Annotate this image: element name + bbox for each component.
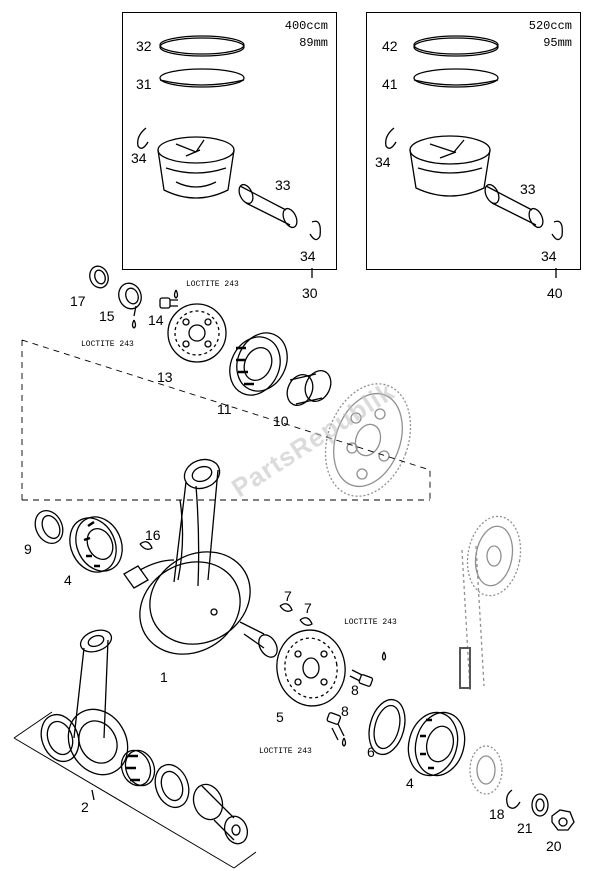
callout-2: 2 (81, 799, 89, 815)
freewheel-11 (229, 332, 288, 396)
thrust-washer-left (40, 713, 80, 763)
kit-520-displacement: 520ccm (528, 19, 572, 33)
camshaft-sprocket (459, 515, 522, 795)
key-7a (279, 603, 293, 612)
bearing-4-left (69, 516, 123, 573)
callout-33-a: 33 (275, 177, 291, 193)
thrust-washer-right (154, 763, 190, 809)
callout-1: 1 (160, 669, 168, 685)
circlip-34-left-520 (385, 127, 397, 149)
callout-17: 17 (70, 293, 86, 309)
callout-8-upper: 8 (351, 682, 359, 698)
callout-31: 31 (136, 76, 152, 92)
washer-21 (531, 793, 549, 817)
washer-6 (368, 698, 406, 756)
circlip-18 (506, 789, 521, 809)
nut-20 (551, 809, 575, 831)
callout-42: 42 (382, 38, 398, 54)
callout-6: 6 (367, 744, 375, 760)
piston-ring-31 (159, 68, 245, 88)
kit-400-displacement: 400ccm (284, 19, 328, 33)
connecting-rod-2 (67, 629, 129, 776)
bolt-14 (159, 289, 179, 309)
callout-33-b: 33 (520, 181, 536, 197)
conrod-bearing (120, 749, 156, 787)
callout-34-c: 34 (375, 154, 391, 170)
starter-gear (324, 383, 412, 497)
bearing-4-right (407, 711, 466, 777)
kit-400-bore: 89mm (299, 36, 328, 50)
callout-20: 20 (546, 838, 562, 854)
callout-18: 18 (489, 806, 505, 822)
callout-16: 16 (145, 527, 161, 543)
piston-ring-41 (413, 68, 499, 88)
bolt-8-upper (349, 651, 387, 687)
callout-7-a: 7 (284, 588, 292, 604)
crankshaft-1 (123, 458, 278, 658)
callout-8-lower: 8 (341, 703, 349, 719)
crank-pin (192, 783, 249, 845)
callout-32: 32 (136, 38, 152, 54)
loctite-note-4: LOCTITE 243 (259, 747, 312, 756)
seal-9 (34, 509, 64, 545)
piston-ring-32 (159, 35, 245, 57)
kit-520-bore: 95mm (543, 36, 572, 50)
callout-14: 14 (148, 312, 164, 328)
piston-ring-42 (413, 35, 499, 57)
seal-17 (89, 265, 109, 289)
callout-15: 15 (99, 308, 115, 324)
callout-4-right: 4 (406, 775, 414, 791)
callout-34-d: 34 (541, 248, 557, 264)
loctite-note-3: LOCTITE 243 (344, 618, 397, 627)
callout-41: 41 (382, 76, 398, 92)
loctite-note-1: LOCTITE 243 (186, 280, 239, 289)
bolt-8-lower (326, 712, 347, 747)
circlip-34-left (137, 127, 149, 149)
piston-pin-33 (238, 183, 298, 229)
callout-9: 9 (24, 541, 32, 557)
circlip-34-right (309, 220, 321, 241)
key-16 (139, 541, 153, 550)
kit-400-box (122, 12, 337, 270)
circlip-34-right-520 (551, 220, 563, 241)
piston-400 (157, 136, 235, 199)
callout-4-left: 4 (64, 572, 72, 588)
loctite-note-2: LOCTITE 243 (81, 340, 134, 349)
callout-34-b: 34 (300, 248, 316, 264)
callout-10: 10 (273, 413, 289, 429)
bearing-15 (118, 282, 142, 329)
callout-5: 5 (276, 709, 284, 725)
dashed-guide (21, 339, 431, 501)
gear-5 (276, 629, 346, 707)
callout-34-a: 34 (131, 150, 147, 166)
callout-30: 30 (302, 285, 318, 301)
gear-13 (167, 303, 227, 363)
needle-bearing-10 (286, 369, 332, 407)
piston-pin-33-520 (484, 183, 544, 229)
callout-13: 13 (157, 369, 173, 385)
callout-40: 40 (547, 285, 563, 301)
piston-520 (409, 135, 491, 197)
key-7b (299, 617, 313, 626)
callout-7-b: 7 (304, 600, 312, 616)
callout-11: 11 (217, 401, 232, 417)
bracket-2 (13, 711, 257, 869)
callout-21: 21 (517, 820, 533, 836)
